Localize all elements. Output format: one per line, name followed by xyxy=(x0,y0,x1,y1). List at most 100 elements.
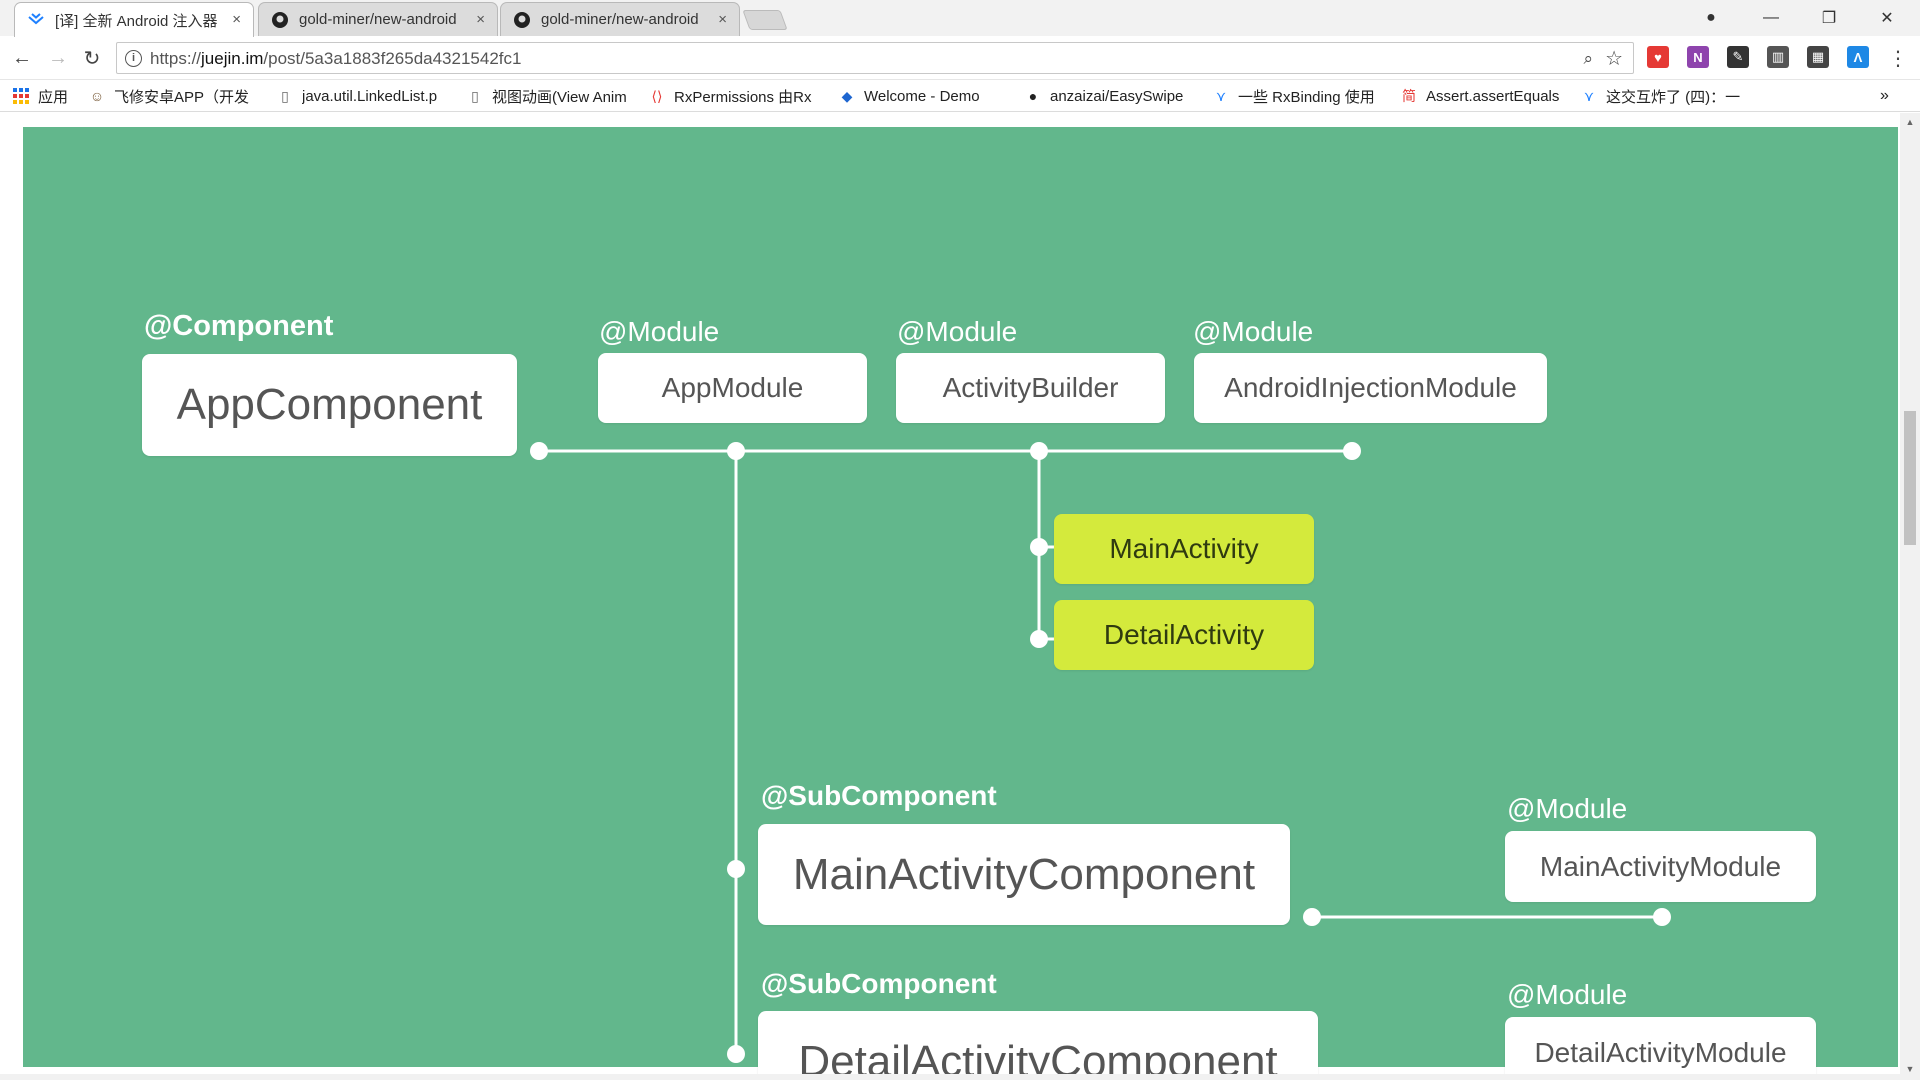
bookmark-label: 一些 RxBinding 使用 xyxy=(1238,88,1375,106)
detail-activity-module-node: DetailActivityModule xyxy=(1505,1017,1816,1080)
keyboard-extension-icon[interactable]: ▦ xyxy=(1807,46,1829,68)
activity-builder-node: ActivityBuilder xyxy=(896,353,1165,423)
menu-icon[interactable]: ⋮ xyxy=(1888,47,1908,70)
pen-extension-icon[interactable]: ✎ xyxy=(1727,46,1749,68)
back-button[interactable]: ← xyxy=(12,46,32,69)
layers-icon: ◆ xyxy=(841,87,853,104)
bookmark-label: Assert.assertEquals xyxy=(1426,87,1560,105)
account-icon[interactable]: ● xyxy=(1706,9,1716,26)
connector-dot xyxy=(1343,442,1361,460)
scroll-thumb[interactable] xyxy=(1904,411,1916,545)
connector-dot xyxy=(1653,908,1671,926)
tab-strip: [译] 全新 Android 注入器 × gold-miner/new-andr… xyxy=(0,0,1920,37)
github-icon xyxy=(513,11,531,29)
connector-dot xyxy=(727,442,745,460)
lambda-extension-icon[interactable]: Λ xyxy=(1847,46,1869,68)
horizontal-scrollbar[interactable] xyxy=(0,1074,1900,1080)
module-annotation: @Module xyxy=(599,316,720,347)
page-icon: ▯ xyxy=(471,87,479,104)
subcomponent-annotation: @SubComponent xyxy=(761,968,997,999)
jianshu-icon: 简 xyxy=(1402,88,1416,104)
info-icon[interactable]: i xyxy=(125,50,142,67)
code-icon: ⟨⟩ xyxy=(651,87,663,104)
bookmark-item[interactable]: ⋎ 这交互炸了 (四)：一 xyxy=(1580,86,1740,106)
close-icon[interactable]: × xyxy=(718,11,727,28)
detail-activity-component-node: DetailActivityComponent xyxy=(758,1011,1318,1080)
restore-button[interactable]: ❐ xyxy=(1821,10,1837,27)
bookmark-item[interactable]: ▯ java.util.LinkedList.p xyxy=(276,86,437,106)
close-icon[interactable]: × xyxy=(476,11,485,28)
page-icon: ▯ xyxy=(281,87,289,104)
browser-toolbar: ← → ↻ i https://juejin.im/post/5a3a1883f… xyxy=(0,36,1920,80)
bookmark-item[interactable]: ☺ 飞修安卓APP（开发 xyxy=(88,86,249,106)
apps-shortcut[interactable]: 应用 xyxy=(12,86,68,106)
connector-dot xyxy=(727,860,745,878)
bookmark-label: RxPermissions 由Rx xyxy=(674,88,812,106)
url-path: /post/5a3a1883f265da4321542fc1 xyxy=(263,49,522,68)
connector-dot xyxy=(1030,538,1048,556)
pocket-extension-icon[interactable]: ♥ xyxy=(1647,46,1669,68)
module-annotation: @Module xyxy=(1507,979,1628,1010)
bookmark-label: 视图动画(View Anim xyxy=(492,88,627,106)
bookmark-item[interactable]: ◆ Welcome - Demo xyxy=(838,86,980,106)
bookmark-star-icon[interactable]: ☆ xyxy=(1605,48,1623,70)
bookmark-label: Welcome - Demo xyxy=(864,87,980,105)
bookmark-item[interactable]: ▯ 视图动画(View Anim xyxy=(466,86,627,106)
connector-dot xyxy=(1030,442,1048,460)
connector-dot xyxy=(530,442,548,460)
connector-dot xyxy=(1030,630,1048,648)
close-icon[interactable]: × xyxy=(232,11,241,28)
bookmark-item[interactable]: ●anzaizai/EasySwipe xyxy=(1024,86,1184,106)
component-annotation: @Component xyxy=(144,310,334,342)
tab-github-2[interactable]: gold-miner/new-android × xyxy=(500,2,740,36)
github-icon xyxy=(271,11,289,29)
reload-button[interactable]: ↻ xyxy=(83,47,101,70)
bookmark-label: 飞修安卓APP（开发 xyxy=(114,88,250,106)
url-text[interactable]: https://juejin.im/post/5a3a1883f265da432… xyxy=(150,49,521,69)
tab-juejin-article[interactable]: [译] 全新 Android 注入器 × xyxy=(14,2,254,37)
bookmarks-overflow-icon[interactable]: » xyxy=(1880,87,1889,104)
bookmark-item[interactable]: ⟨⟩ RxPermissions 由Rx xyxy=(648,86,812,106)
close-window-button[interactable]: ✕ xyxy=(1880,10,1894,27)
onenote-extension-icon[interactable]: N xyxy=(1687,46,1709,68)
bookmark-item[interactable]: 简 Assert.assertEquals xyxy=(1400,86,1559,106)
bookmark-label: 这交互炸了 (四)：一 xyxy=(1606,88,1741,106)
juejin-icon xyxy=(27,11,45,29)
dagger-architecture-diagram: @Component AppComponent @Module AppModul… xyxy=(23,127,1898,1080)
piano-extension-icon[interactable]: ▥ xyxy=(1767,46,1789,68)
bookmark-item[interactable]: ⋎ 一些 RxBinding 使用 xyxy=(1212,86,1375,106)
zoom-icon[interactable]: ⌕ xyxy=(1583,49,1593,68)
new-tab-button[interactable] xyxy=(742,10,788,30)
android-injection-module-node: AndroidInjectionModule xyxy=(1194,353,1547,423)
url-scheme: https:// xyxy=(150,49,202,68)
address-bar[interactable]: i https://juejin.im/post/5a3a1883f265da4… xyxy=(116,42,1634,74)
apps-label: 应用 xyxy=(38,88,69,106)
bookmarks-bar: 应用 ☺ 飞修安卓APP（开发 ▯ java.util.LinkedList.p ▯ 视图… xyxy=(0,80,1920,112)
tab-github-1[interactable]: gold-miner/new-android × xyxy=(258,2,498,36)
tab-title: gold-miner/new-android xyxy=(299,11,457,28)
connector-dot xyxy=(727,1045,745,1063)
main-activity-node: MainActivity xyxy=(1054,514,1314,584)
subcomponent-annotation: @SubComponent xyxy=(761,780,997,811)
apps-grid-icon xyxy=(12,87,30,105)
scroll-up-icon[interactable]: ▲ xyxy=(1905,117,1915,127)
module-annotation: @Module xyxy=(1193,316,1314,347)
tab-title: gold-miner/new-android xyxy=(541,11,699,28)
vertical-scrollbar[interactable]: ▲ ▼ xyxy=(1900,113,1920,1080)
scroll-down-icon[interactable]: ▼ xyxy=(1905,1064,1915,1074)
juejin-icon: ⋎ xyxy=(1583,87,1595,104)
juejin-icon: ⋎ xyxy=(1215,87,1227,104)
minimize-button[interactable]: — xyxy=(1763,9,1779,26)
app-module-node: AppModule xyxy=(598,353,867,423)
bookmark-label: java.util.LinkedList.p xyxy=(302,87,438,105)
connector-dot xyxy=(1303,908,1321,926)
app-component-node: AppComponent xyxy=(142,354,517,456)
diagram-connectors xyxy=(530,442,1671,1063)
avatar-icon: ☺ xyxy=(89,88,105,104)
forward-button[interactable]: → xyxy=(48,46,68,69)
main-activity-component-node: MainActivityComponent xyxy=(758,824,1290,925)
module-annotation: @Module xyxy=(1507,793,1628,824)
detail-activity-node: DetailActivity xyxy=(1054,600,1314,670)
github-icon: ● xyxy=(1028,88,1038,104)
url-host: juejin.im xyxy=(201,49,264,68)
